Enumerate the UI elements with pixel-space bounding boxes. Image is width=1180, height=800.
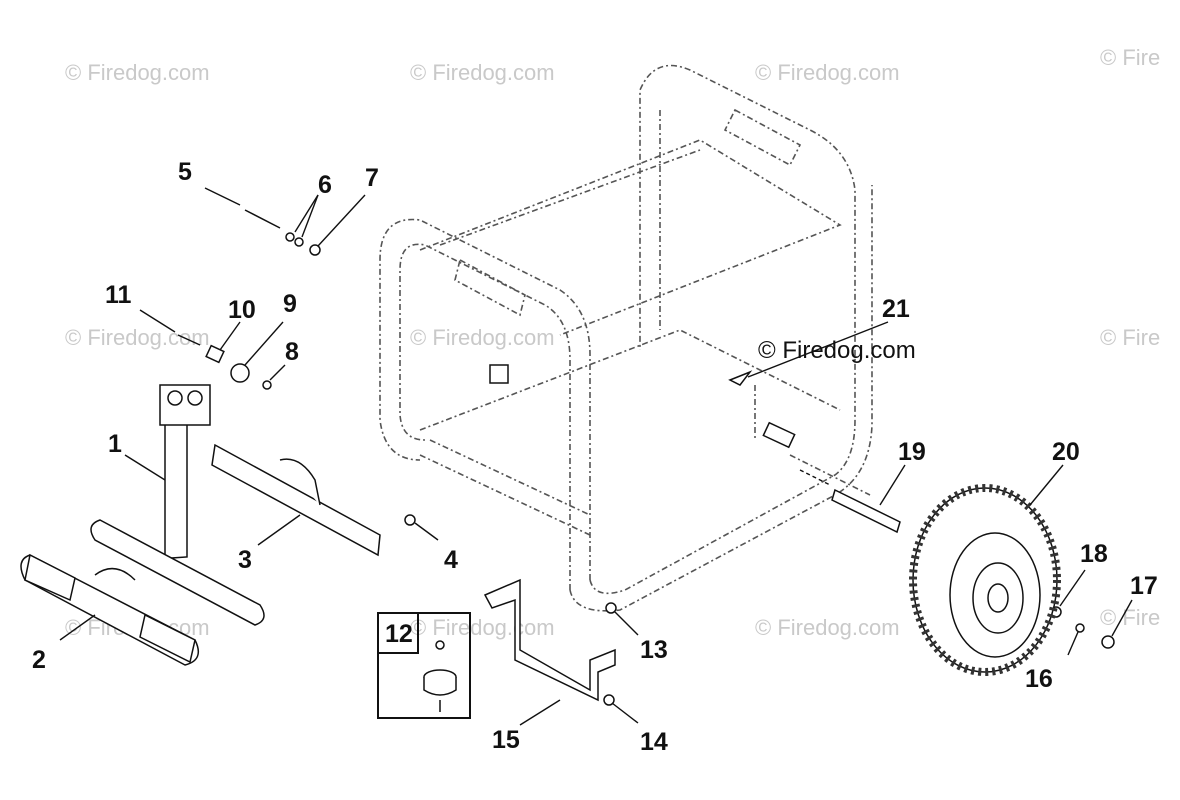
watermark: © Firedog.com xyxy=(410,615,555,640)
callout-13: 13 xyxy=(640,636,668,664)
callout-3: 3 xyxy=(238,546,252,574)
hardware-parts xyxy=(177,209,1115,706)
callout-17: 17 xyxy=(1130,572,1158,600)
watermark: © Firedog.com xyxy=(410,60,555,85)
part-handle-stand xyxy=(90,384,265,626)
leader-lines xyxy=(59,187,1133,726)
callout-2: 2 xyxy=(32,646,46,674)
callout-4: 4 xyxy=(444,546,458,574)
watermark: © Fire xyxy=(1100,605,1160,630)
receptacle-icon xyxy=(489,364,509,384)
callout-labels: 1 2 3 4 5 6 7 8 9 10 11 12 13 14 15 16 1… xyxy=(32,158,1158,756)
watermark: © Firedog.com xyxy=(65,325,210,350)
callout-5: 5 xyxy=(178,158,192,186)
callout-18: 18 xyxy=(1080,540,1108,568)
watermark: © Firedog.com xyxy=(65,60,210,85)
part-isolator-inset xyxy=(377,612,471,719)
callout-6: 6 xyxy=(318,171,332,199)
part-wheel xyxy=(909,484,1061,676)
callout-16: 16 xyxy=(1025,665,1053,693)
callout-12: 12 xyxy=(385,620,413,648)
callout-19: 19 xyxy=(898,438,926,466)
watermark: © Fire xyxy=(1100,325,1160,350)
part-bracket xyxy=(211,443,381,557)
part-mount-bracket xyxy=(483,578,616,702)
callout-10: 10 xyxy=(228,296,256,324)
watermark: © Firedog.com xyxy=(755,60,900,85)
part-foot-grip xyxy=(20,553,200,666)
callout-8: 8 xyxy=(285,338,299,366)
callout-14: 14 xyxy=(640,728,668,756)
callout-9: 9 xyxy=(283,290,297,318)
callout-21: 21 xyxy=(882,295,910,323)
copyright-text: © Firedog.com xyxy=(758,337,916,364)
callout-15: 15 xyxy=(492,726,520,754)
watermark: © Firedog.com xyxy=(410,325,555,350)
part-axle xyxy=(799,469,901,534)
callout-11: 11 xyxy=(105,281,132,309)
watermark: © Firedog.com xyxy=(755,615,900,640)
callout-20: 20 xyxy=(1052,438,1080,466)
watermark: © Fire xyxy=(1100,45,1160,70)
callout-7: 7 xyxy=(365,164,379,192)
callout-1: 1 xyxy=(108,430,122,458)
